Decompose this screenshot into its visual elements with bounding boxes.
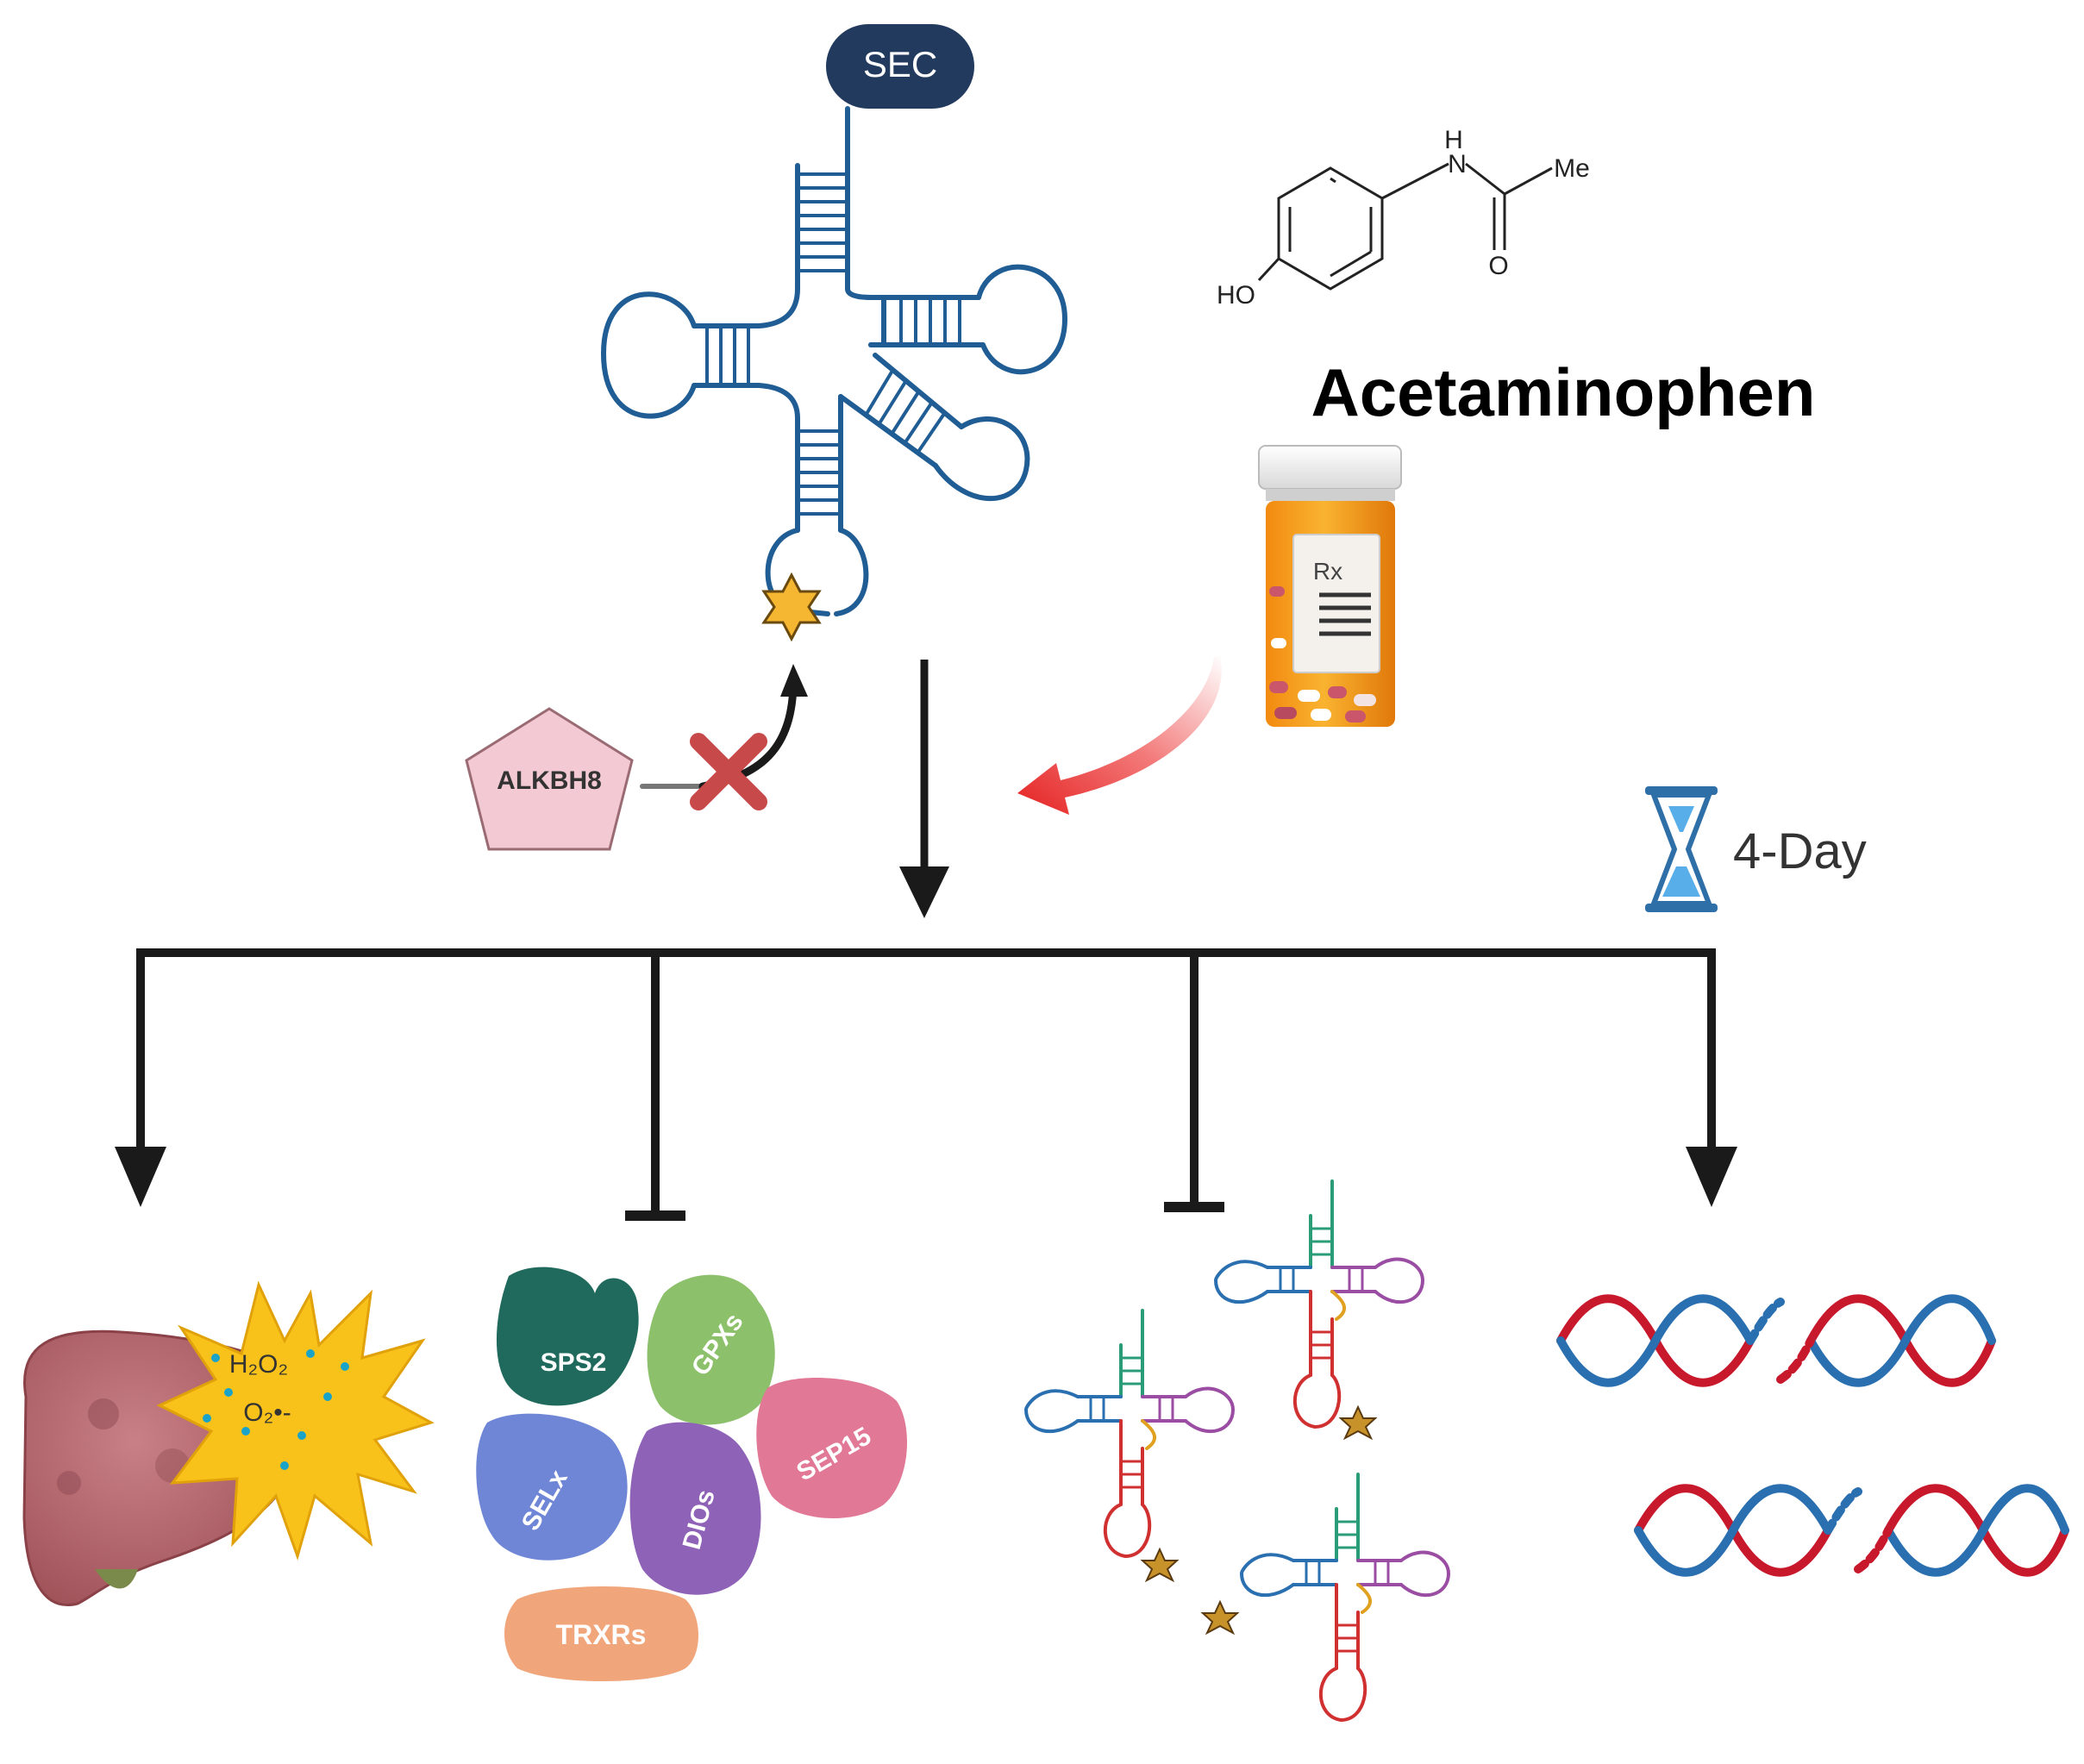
small-trna-2 [1213, 1179, 1425, 1441]
pill-bottle-icon [1258, 445, 1402, 727]
ros-h2o2: H₂O₂ [229, 1350, 288, 1379]
structure-me-label: Me [1554, 154, 1590, 183]
branch-lines [136, 948, 1716, 1211]
sec-label-box [826, 24, 974, 109]
main-trna [600, 24, 1068, 616]
time-label: 4-Day [1733, 823, 1867, 879]
rx-symbol: Rx [1313, 558, 1342, 585]
ros-burst [156, 1280, 435, 1561]
sps2-blob [496, 1267, 639, 1406]
main-arrow-head [899, 866, 949, 918]
gpxs-blob [647, 1274, 775, 1425]
acetaminophen-structure [1257, 162, 1553, 291]
modification-arrow-head [780, 664, 808, 697]
branch-arrow-ros [115, 1147, 166, 1207]
small-trna-1 [1023, 1309, 1236, 1583]
selx-blob [476, 1413, 628, 1561]
alkbh8-label: ALKBH8 [497, 766, 602, 795]
drug-arrow [1017, 655, 1222, 815]
hourglass-icon [1645, 786, 1718, 912]
trxrs-blob [504, 1586, 698, 1681]
sec-label: SEC [863, 44, 937, 84]
sps2-label: SPS2 [541, 1348, 607, 1377]
modification-star [761, 572, 822, 642]
drug-name: Acetaminophen [1311, 354, 1815, 430]
sep15-blob [756, 1378, 907, 1519]
structure-ho-label: HO [1217, 281, 1255, 310]
dios-blob [629, 1422, 761, 1595]
branch-arrow-dna [1686, 1147, 1737, 1207]
structure-nh-label: H [1444, 126, 1463, 154]
dna-helix-2 [1634, 1484, 2069, 1577]
ros-dots [203, 1349, 349, 1470]
small-trna-3 [1200, 1473, 1451, 1723]
selenoprotein-cluster [476, 1267, 907, 1681]
inhibition-cross-icon [690, 733, 767, 810]
structure-n-label: N [1448, 150, 1467, 178]
dna-helix-1 [1556, 1294, 1996, 1387]
ros-superoxide: O₂•- [243, 1398, 291, 1427]
structure-o-label: O [1488, 252, 1508, 280]
trxrs-label: TRXRs [556, 1619, 647, 1650]
alkbh8-pentagon [465, 707, 634, 851]
